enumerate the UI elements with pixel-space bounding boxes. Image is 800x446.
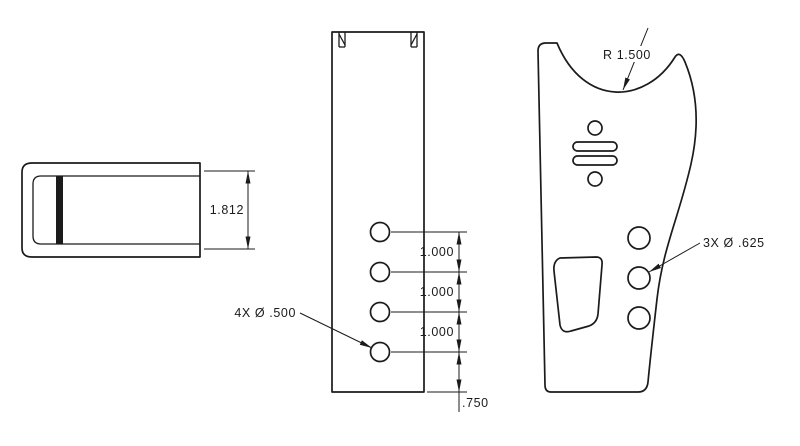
spacing-dimension-label-1: 1.000 xyxy=(420,245,454,259)
front-view-outline xyxy=(331,31,425,393)
profile-hole-callout-label: 3X Ø .625 xyxy=(703,236,765,250)
large-hole-3 xyxy=(627,306,651,330)
hole-spacing-dimensions xyxy=(391,231,467,412)
front-view xyxy=(331,31,425,393)
slot-1 xyxy=(572,141,618,152)
slot-2 xyxy=(572,155,618,166)
bolt-hole-1 xyxy=(369,221,391,243)
large-hole-2 xyxy=(627,266,651,290)
bolt-hole-4 xyxy=(369,341,391,363)
side-view-height-dimension xyxy=(204,170,255,250)
side-view-outline xyxy=(21,162,201,258)
profile-view xyxy=(537,42,698,393)
top-notch-left xyxy=(338,32,346,48)
front-hole-callout-label: 4X Ø .500 xyxy=(234,306,296,320)
side-view-inner-profile xyxy=(32,175,200,245)
plate-edge-section xyxy=(56,176,63,244)
profile-view-outline xyxy=(537,42,698,393)
radius-dimension-label: R 1.500 xyxy=(603,48,651,62)
pilot-hole-top xyxy=(587,120,603,136)
hole-callout-leader xyxy=(299,312,373,349)
bottom-offset-label: .750 xyxy=(462,396,489,410)
bolt-hole-3 xyxy=(369,301,391,323)
side-view xyxy=(21,162,201,258)
lightening-cutout xyxy=(553,256,603,333)
pilot-hole-bottom xyxy=(587,171,603,187)
height-dimension-label: 1.812 xyxy=(210,203,244,217)
spacing-dimension-label-2: 1.000 xyxy=(420,285,454,299)
radius-label-background xyxy=(600,46,654,62)
large-hole-1 xyxy=(627,226,651,250)
profile-hole-callout-leader xyxy=(648,242,701,273)
bolt-hole-2 xyxy=(369,261,391,283)
spacing-dimension-label-3: 1.000 xyxy=(420,325,454,339)
top-notch-right xyxy=(410,32,418,48)
